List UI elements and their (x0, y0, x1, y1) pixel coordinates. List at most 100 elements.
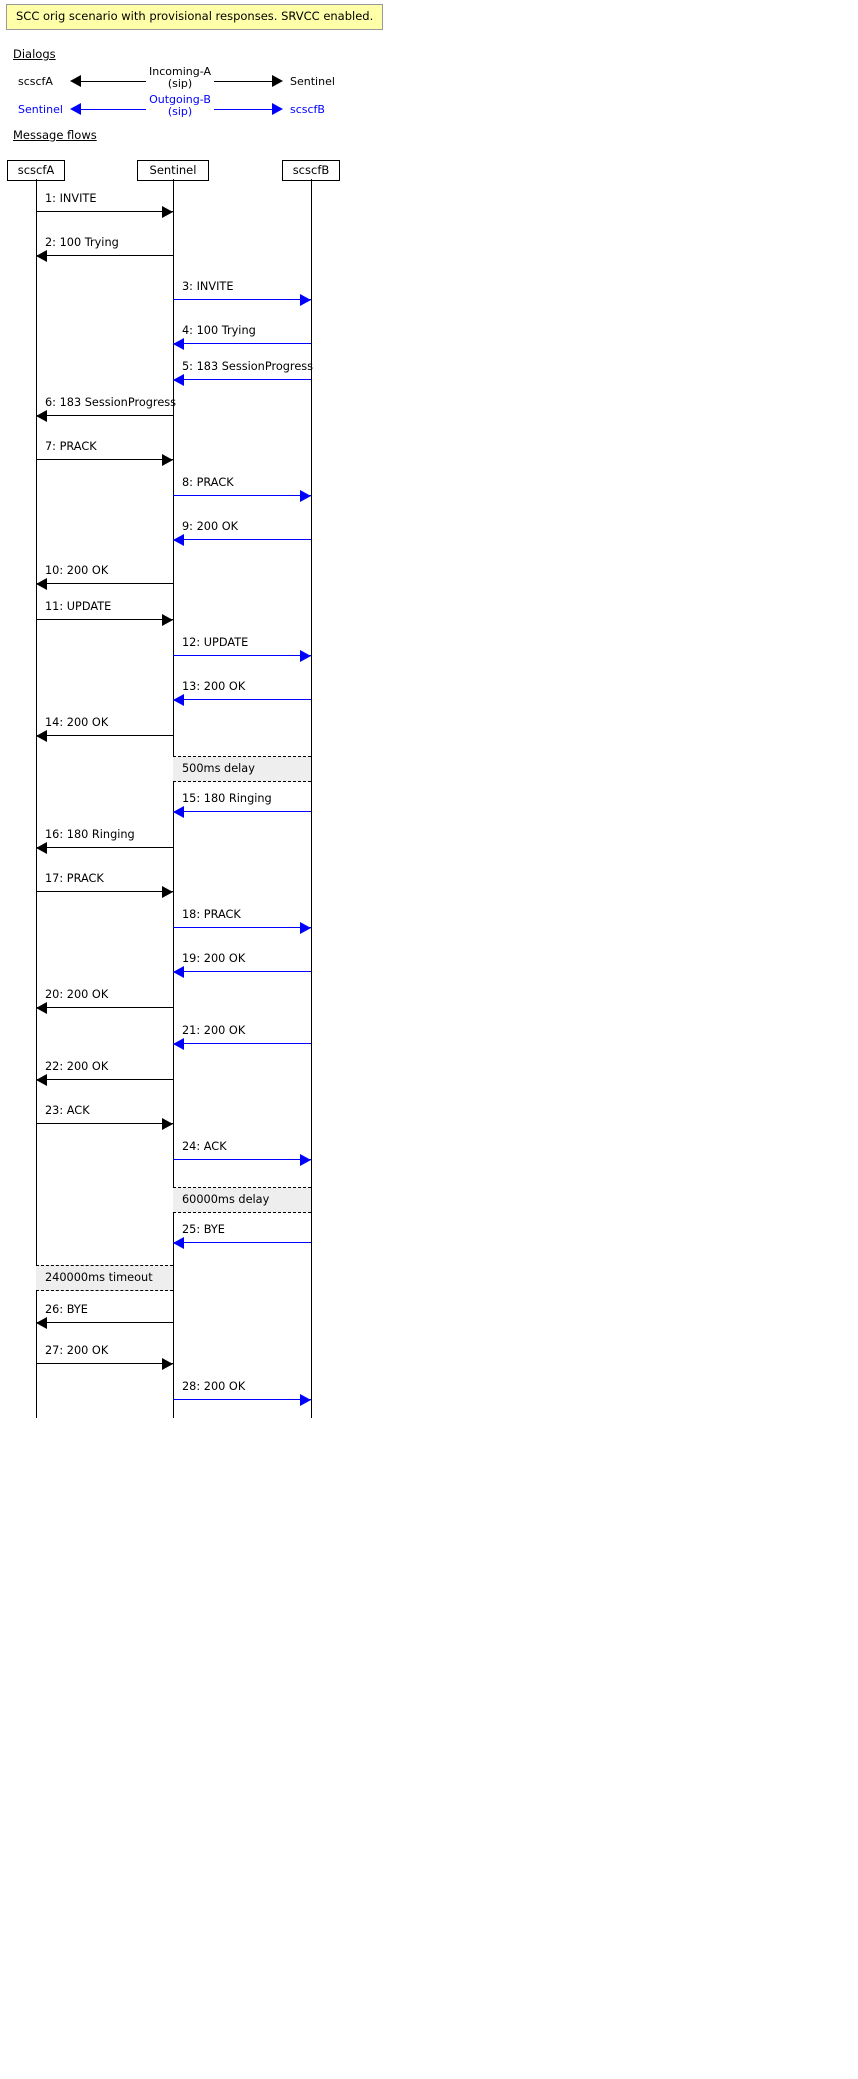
message-arrowhead-icon (36, 1317, 47, 1329)
participant-box-scscfb[interactable]: scscfB (282, 160, 340, 181)
message-label: 27: 200 OK (45, 1344, 109, 1357)
delay-label: 240000ms timeout (45, 1271, 153, 1284)
dialog-right-line (214, 109, 272, 110)
dialog-right-arrowhead-icon (272, 103, 283, 115)
message-arrowhead-icon (36, 578, 47, 590)
message-line (173, 1043, 311, 1044)
message-label: 4: 100 Trying (182, 324, 256, 337)
message-line (173, 299, 311, 300)
delay-label: 60000ms delay (182, 1193, 270, 1206)
message-label: 25: BYE (182, 1223, 225, 1236)
delay-band (173, 756, 311, 782)
message-line (36, 847, 173, 848)
message-arrowhead-icon (36, 842, 47, 854)
message-label: 8: PRACK (182, 476, 234, 489)
message-label: 7: PRACK (45, 440, 97, 453)
message-arrowhead-icon (173, 338, 184, 350)
message-arrowhead-icon (300, 650, 311, 662)
message-arrowhead-icon (36, 1074, 47, 1086)
dialog-name-label: Outgoing-B (149, 93, 211, 106)
dialog-right-endpoint-label: Sentinel (290, 75, 335, 88)
participant-box-scscfa[interactable]: scscfA (7, 160, 65, 181)
dialog-row: Sentinel Outgoing-B(sip) scscfB (0, 93, 420, 127)
delay-band (36, 1265, 173, 1291)
message-line (173, 971, 311, 972)
message-line (173, 927, 311, 928)
message-line (173, 699, 311, 700)
dialog-protocol-label: (sip) (167, 105, 193, 118)
message-arrowhead-icon (36, 410, 47, 422)
message-line (36, 1123, 173, 1124)
message-arrowhead-icon (300, 922, 311, 934)
dialog-row: scscfA Incoming-A(sip) Sentinel (0, 65, 420, 99)
scenario-title-text: SCC orig scenario with provisional respo… (16, 9, 374, 23)
message-arrowhead-icon (173, 806, 184, 818)
message-arrowhead-icon (36, 1002, 47, 1014)
message-line (173, 379, 311, 380)
message-label: 21: 200 OK (182, 1024, 246, 1037)
message-flows-section-heading: Message flows (13, 128, 97, 142)
message-line (36, 583, 173, 584)
message-arrowhead-icon (36, 250, 47, 262)
message-arrowhead-icon (300, 490, 311, 502)
lifeline-scscfb (311, 179, 312, 1418)
message-line (36, 735, 173, 736)
message-label: 2: 100 Trying (45, 236, 119, 249)
scenario-title-banner: SCC orig scenario with provisional respo… (6, 4, 384, 30)
message-arrowhead-icon (173, 1237, 184, 1249)
message-arrowhead-icon (162, 1358, 173, 1370)
dialog-left-arrowhead-icon (70, 75, 81, 87)
lifeline-scscfa (36, 179, 37, 1418)
message-arrowhead-icon (173, 966, 184, 978)
message-arrowhead-icon (162, 206, 173, 218)
message-line (173, 1159, 311, 1160)
message-line (173, 495, 311, 496)
message-label: 13: 200 OK (182, 680, 246, 693)
message-line (173, 1399, 311, 1400)
dialog-left-endpoint-label: scscfA (18, 75, 53, 88)
message-line (36, 211, 173, 212)
message-label: 28: 200 OK (182, 1380, 246, 1393)
dialog-right-endpoint-label: scscfB (290, 103, 325, 116)
message-line (36, 1079, 173, 1080)
dialog-left-endpoint-label: Sentinel (18, 103, 63, 116)
message-line (173, 343, 311, 344)
message-label: 9: 200 OK (182, 520, 239, 533)
message-label: 23: ACK (45, 1104, 90, 1117)
message-label: 14: 200 OK (45, 716, 109, 729)
message-arrowhead-icon (300, 294, 311, 306)
dialog-name-label: Incoming-A (149, 65, 211, 78)
message-line (173, 539, 311, 540)
message-label: 5: 183 SessionProgress (182, 360, 314, 373)
message-line (36, 415, 173, 416)
dialogs-section-heading: Dialogs (13, 47, 56, 61)
participant-box-sentinel[interactable]: Sentinel (137, 160, 209, 181)
dialog-right-line (214, 81, 272, 82)
dialog-center-label: Incoming-A(sip) (146, 66, 214, 90)
message-label: 12: UPDATE (182, 636, 249, 649)
message-line (36, 1322, 173, 1323)
dialog-right-arrowhead-icon (272, 75, 283, 87)
message-arrowhead-icon (162, 614, 173, 626)
message-label: 18: PRACK (182, 908, 241, 921)
message-arrowhead-icon (173, 694, 184, 706)
message-line (173, 1242, 311, 1243)
message-arrowhead-icon (162, 886, 173, 898)
message-label: 6: 183 SessionProgress (45, 396, 177, 409)
message-line (36, 1363, 173, 1364)
message-label: 16: 180 Ringing (45, 828, 135, 841)
dialog-left-arrowhead-icon (70, 103, 81, 115)
delay-band (173, 1187, 311, 1213)
lifeline-sentinel (173, 179, 174, 1418)
message-label: 20: 200 OK (45, 988, 109, 1001)
message-line (173, 655, 311, 656)
message-label: 26: BYE (45, 1303, 88, 1316)
message-label: 11: UPDATE (45, 600, 112, 613)
message-arrowhead-icon (162, 1118, 173, 1130)
message-line (36, 891, 173, 892)
dialog-protocol-label: (sip) (167, 77, 193, 90)
message-line (36, 1007, 173, 1008)
message-label: 19: 200 OK (182, 952, 246, 965)
message-arrowhead-icon (36, 730, 47, 742)
